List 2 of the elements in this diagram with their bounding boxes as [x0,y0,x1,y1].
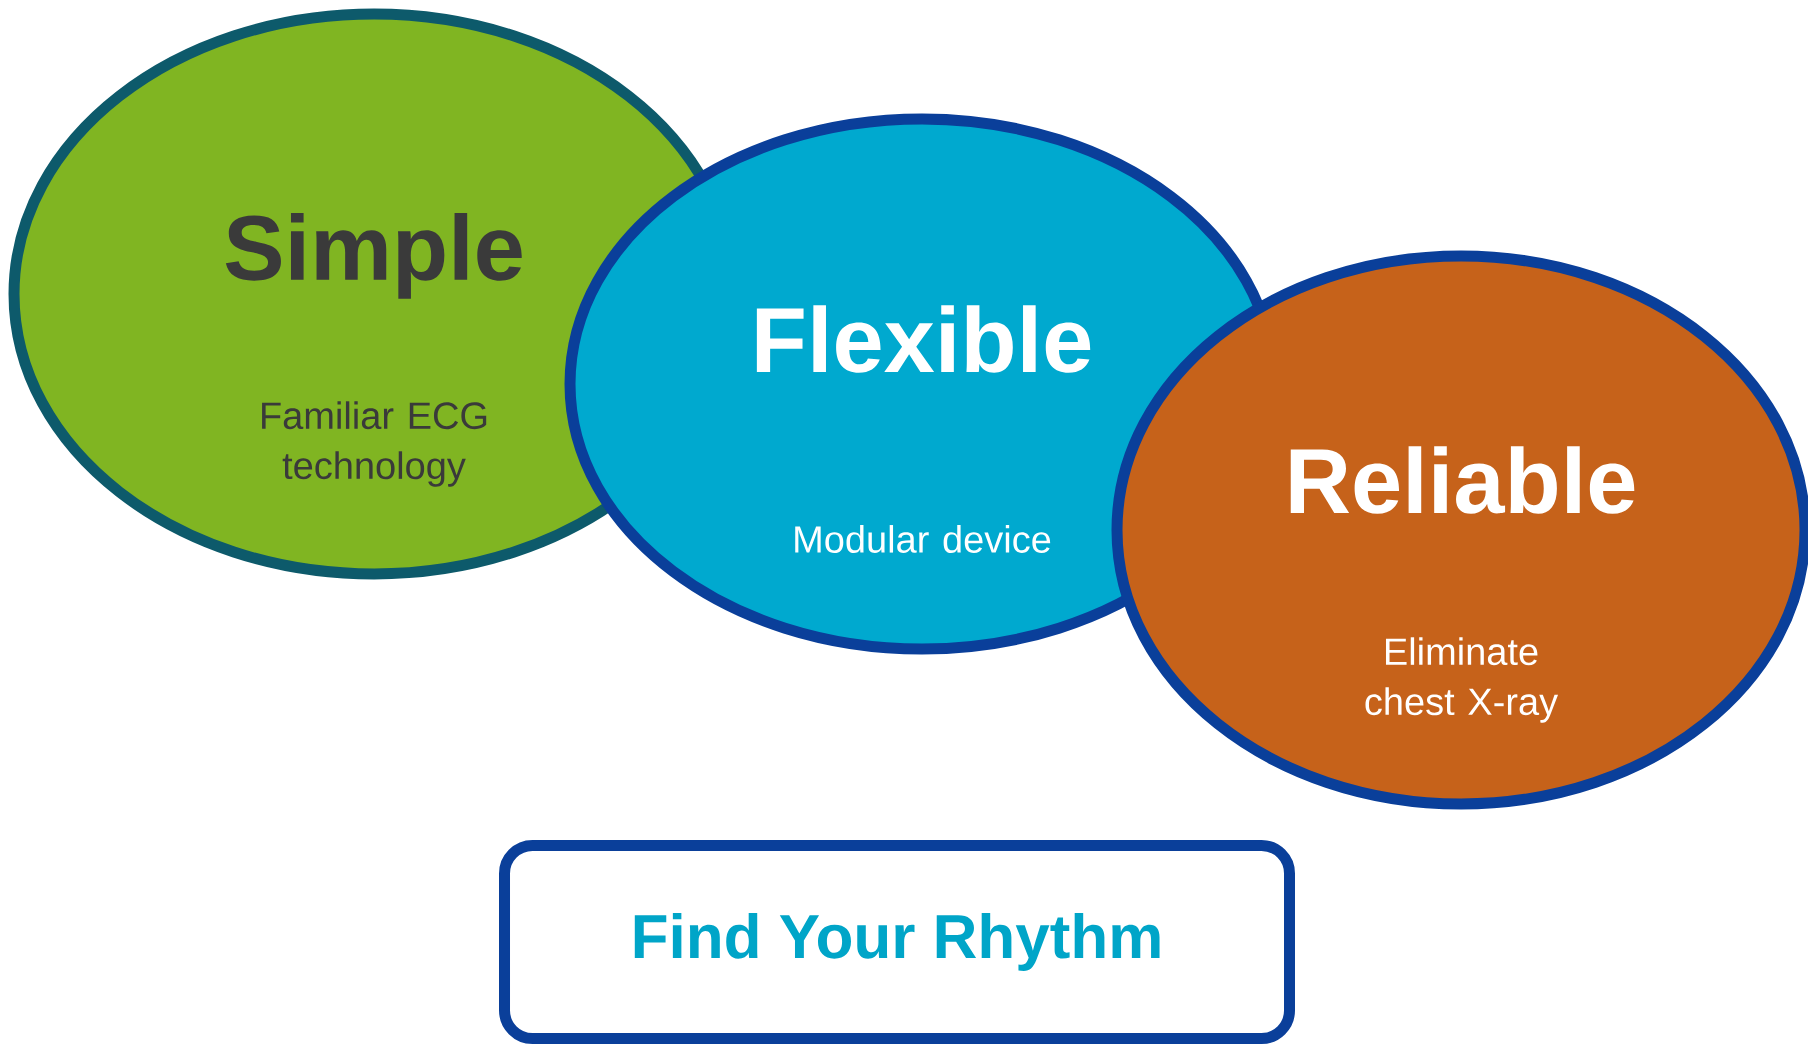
ellipse-bubble: Reliable Eliminate chest X-ray [1111,250,1808,810]
slogan-box: Find Your Rhythm [499,840,1295,1044]
